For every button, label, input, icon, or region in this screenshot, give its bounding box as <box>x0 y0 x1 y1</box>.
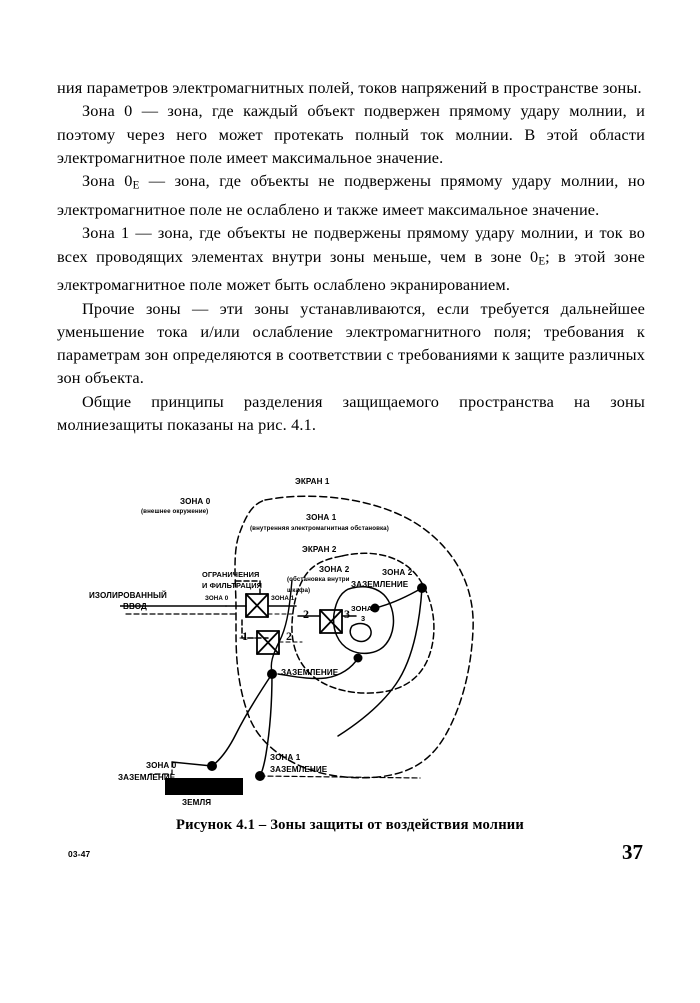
zone-0-ground-bracket <box>149 761 173 775</box>
label-limiting-line2: И ФИЛЬТРАЦИЯ <box>202 581 263 590</box>
label-number-3: 3 <box>344 607 351 621</box>
spd-box-2-diag-b <box>256 630 280 655</box>
zone-3-to-zone-2-conductor <box>374 587 423 609</box>
label-zone-3-line2: 3 <box>361 614 366 623</box>
spd-box-3 <box>319 609 343 634</box>
ground-node-zone0 <box>207 761 217 771</box>
page-number: 37 <box>622 840 643 864</box>
label-number-2a: 2 <box>286 629 293 643</box>
label-inline-zone-1: ЗОНА 1 <box>271 595 295 602</box>
paragraph-continuation: ния параметров электромагнитных полей, т… <box>57 78 642 97</box>
screen-1-boundary <box>234 495 474 779</box>
zone-0-enclosure <box>235 580 261 597</box>
figure-lightning-protection-zones: ЭКРАН 1 ЗОНА 0 (внешнее окружение) ЗОНА … <box>89 477 580 813</box>
zone-0e-subscript: E <box>132 179 140 192</box>
label-isolated-input-line1: ИЗОЛИРОВАННЫЙ <box>89 591 167 600</box>
ground-main-conductor <box>211 673 273 767</box>
ground-node-zone2 <box>417 583 427 593</box>
paragraph-zone-0: Зона 0 — зона, где каждый объект подверж… <box>57 101 645 167</box>
ground-node-zone1 <box>255 771 265 781</box>
label-zone-0-ground-line2: ЗАЗЕМЛЕНИЕ <box>118 773 176 782</box>
zone-1-prefix: Зона 1 — зона, где объекты не подвержены… <box>57 223 645 266</box>
label-zone-1-subtitle: (внутренняя электромагнитная обстановка) <box>250 525 389 532</box>
paragraph-general-principles: Общие принципы разделения защищаемого пр… <box>57 391 645 435</box>
label-zone-2-subtitle-line2: шкафа) <box>287 587 311 594</box>
zone-2-node-to-screen <box>337 587 423 737</box>
label-zone-3-line1: ЗОНА <box>351 604 373 613</box>
label-screen-1: ЭКРАН 1 <box>295 477 330 486</box>
label-zone-2-ground-line1: ЗОНА 2 <box>382 568 413 577</box>
label-limiting-line1: ОГРАНИЧЕНИЯ <box>202 570 260 579</box>
label-zone-0-ground-line1: ЗОНА 0 <box>146 761 177 770</box>
label-ground-mid: ЗАЗЕМЛЕНИЕ <box>281 668 339 677</box>
screen-2-boundary <box>291 552 435 694</box>
zone-0-ground-lead <box>171 761 213 767</box>
label-inline-zone-0: ЗОНА 0 <box>205 595 229 602</box>
paragraph-zone-1: Зона 1 — зона, где объекты не подвержены… <box>57 221 645 296</box>
paragraph-zone-0e: Зона 0E — зона, где объекты не подвержен… <box>57 169 645 221</box>
ground-node-main <box>267 669 277 679</box>
zone-1-rest: ; в этой зоне электромагнитное поле може… <box>57 246 645 295</box>
screen-2-entry-curve <box>270 579 293 673</box>
ground-node-zone3-bottom <box>353 653 363 663</box>
label-zone-2-ground-line2: ЗАЗЕМЛЕНИЕ <box>351 580 409 589</box>
label-number-1: 1 <box>242 629 249 643</box>
spd-box-3-diag-b <box>319 609 343 634</box>
spd-box-1 <box>245 593 269 618</box>
zone-0e-rest: — зона, где объекты не подвержены прямом… <box>57 171 645 219</box>
earth-bar <box>165 778 243 795</box>
ground-node-zone3 <box>370 603 380 613</box>
zone-3-inner-loop <box>349 622 372 643</box>
paragraph-other-zones: Прочие зоны — эти зоны устанавливаются, … <box>57 298 645 388</box>
zone-3-bottom-conductor <box>277 657 359 680</box>
zone-0e-prefix: Зона 0 <box>82 171 133 191</box>
earth-bar-connector <box>259 775 421 779</box>
label-zone-1-ground-line2: ЗАЗЕМЛЕНИЕ <box>270 765 328 774</box>
label-zone-1-ground-line1: ЗОНА 1 <box>270 753 301 762</box>
footer-code: 03-47 <box>68 849 91 859</box>
label-isolated-input-line2: ВВОД <box>123 602 147 611</box>
label-zone-0-title: ЗОНА 0 <box>180 497 211 506</box>
spd-box-1-diag-b <box>245 593 269 618</box>
zone-1-subscript: E <box>538 254 546 267</box>
figure-diagram-svg <box>120 495 474 795</box>
label-zone-1-title: ЗОНА 1 <box>306 513 337 522</box>
figure-caption: Рисунок 4.1 – Зоны защиты от воздействия… <box>175 817 525 833</box>
label-zone-2-subtitle-line1: (обстановка внутри <box>287 576 350 583</box>
label-zone-0-subtitle: (внешнее окружение) <box>141 508 209 515</box>
body-text: ния параметров электромагнитных полей, т… <box>57 76 645 436</box>
label-number-2b: 2 <box>303 607 310 621</box>
label-screen-2: ЭКРАН 2 <box>302 545 337 554</box>
label-zone-2-title: ЗОНА 2 <box>319 565 350 574</box>
label-earth: ЗЕМЛЯ <box>182 798 212 807</box>
